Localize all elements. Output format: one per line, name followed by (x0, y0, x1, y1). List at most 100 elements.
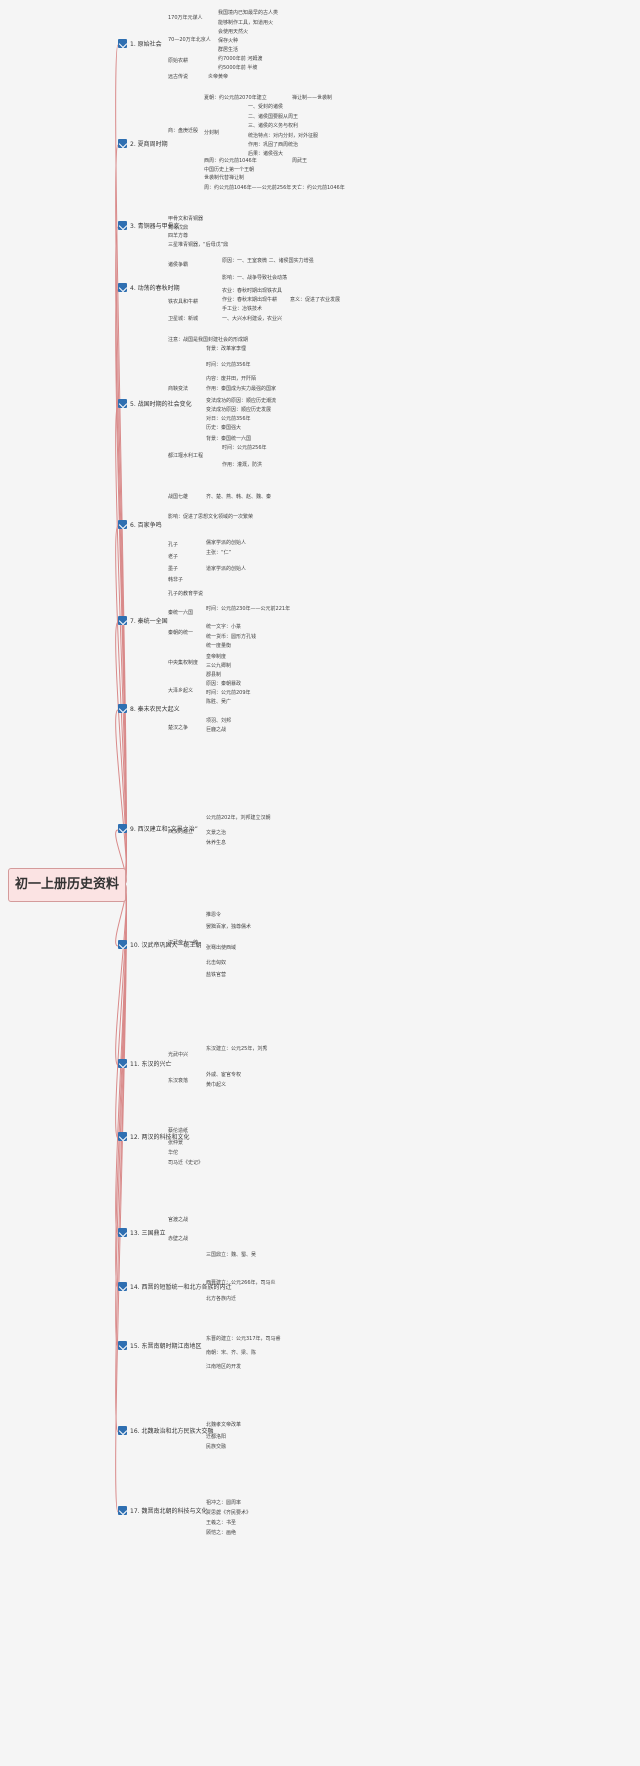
note-text: 韩非子 (168, 577, 184, 583)
note-text: 天亡：约公元前1046年 (292, 185, 345, 191)
topic-node[interactable]: 8. 秦末农民大起义 (118, 703, 184, 716)
note-text: 后果：诸侯强大 (248, 151, 284, 157)
note-text: 会使用天然火 (218, 29, 249, 35)
topic-node[interactable]: 15. 东晋南朝时期江南地区 (118, 1340, 205, 1353)
note-text: 炎帝黄帝 (208, 74, 229, 80)
root-label: 初一上册历史资料 (14, 877, 119, 892)
topic-node[interactable]: 7. 秦统一全国 (118, 615, 172, 628)
note-text: 周：约公元前1046年——公元前256年 (204, 185, 292, 191)
topic-node[interactable]: 10. 汉武帝巩固大一统王朝 (118, 939, 205, 952)
topic-label: 12. 两汉的科技和文化 (130, 1134, 190, 1141)
note-text: 罢黜百家，独尊儒术 (206, 924, 252, 930)
note-text: 时间：公元前356年 (206, 362, 251, 368)
note-text: 墨子 (168, 566, 179, 572)
topic-node[interactable]: 1. 原始社会 (118, 38, 166, 51)
note-text: 郡县制 (206, 672, 222, 678)
note-text: 祖冲之：圆周率 (206, 1500, 242, 1506)
note-text: 商：盘庚迁殷 (168, 128, 199, 134)
topic-label: 1. 原始社会 (130, 41, 162, 48)
note-text: 休养生息 (206, 840, 227, 846)
note-text: 公元前202年，刘邦建立汉朝 (206, 815, 271, 821)
note-text: 一、大兴水利建设，农业兴 (222, 316, 283, 322)
note-text: 三、诸侯的义务与权利 (248, 123, 299, 129)
note-text: 儒家学派的创始人 (206, 540, 247, 546)
note-text: 巨鹿之战 (206, 727, 227, 733)
topic-label: 15. 东晋南朝时期江南地区 (130, 1343, 202, 1350)
topic-label: 13. 三国鼎立 (130, 1230, 166, 1237)
note-text: 二、诸侯国要服从周王 (248, 114, 299, 120)
note-text: 铁农具和牛耕 (168, 299, 199, 305)
checkbox-icon (118, 399, 127, 408)
root-node[interactable]: 初一上册历史资料 (8, 868, 126, 902)
note-text: 内容：废井田，开阡陌 (206, 376, 257, 382)
topic-node[interactable]: 6. 百家争鸣 (118, 519, 166, 532)
note-text: 世袭制代替禅让制 (204, 175, 245, 181)
note-text: 文景之治 (206, 830, 227, 836)
note-text: 陈胜、吴广 (206, 699, 232, 705)
checkbox-icon (118, 520, 127, 529)
note-text: 能够制作工具，知道用火 (218, 20, 274, 26)
note-text: 作用：秦国成为实力最强的国家 (206, 386, 277, 392)
note-text: 禅让制——世袭制 (292, 95, 333, 101)
note-text: 东汉衰落 (168, 1078, 189, 1084)
topic-node[interactable]: 5. 战国时期的社会变化 (118, 398, 196, 411)
note-text: 皇帝制度 (206, 654, 227, 660)
note-text: 外戚、宦官专权 (206, 1072, 242, 1078)
note-text: 保存火种 (218, 38, 239, 44)
note-text: 迁都洛阳 (206, 1434, 227, 1440)
checkbox-icon (118, 1506, 127, 1515)
topic-node[interactable]: 11. 东汉的兴亡 (118, 1058, 175, 1071)
note-text: 时间：公元前209年 (206, 690, 251, 696)
topic-node[interactable]: 16. 北魏政治和北方民族大交融 (118, 1425, 217, 1438)
branch-line (115, 883, 127, 1513)
checkbox-icon (118, 139, 127, 148)
note-text: 甲骨文和青铜器 (168, 216, 204, 222)
note-text: 170万年元谋人 (168, 15, 203, 21)
note-text: 分封制 (204, 130, 220, 136)
topic-label: 11. 东汉的兴亡 (130, 1061, 172, 1068)
topic-node[interactable]: 3. 青铜器与甲骨文 (118, 220, 184, 233)
note-text: 北魏孝文帝改革 (206, 1422, 242, 1428)
topic-label: 14. 西晋的短暂统一和北方各族的内迁 (130, 1284, 232, 1291)
topic-node[interactable]: 9. 西汉建立和“文景之治” (118, 823, 202, 836)
topic-node[interactable]: 4. 动荡的春秋时期 (118, 282, 184, 295)
note-text: 汉武帝大一统 (168, 940, 199, 946)
note-text: 变法成功的原因：顺应历史潮流 (206, 398, 277, 404)
note-text: 远古传说 (168, 74, 189, 80)
topic-node[interactable]: 13. 三国鼎立 (118, 1227, 169, 1240)
note-text: 背景：秦国统一六国 (206, 436, 252, 442)
note-text: 作业：春秋末期出现牛耕 (222, 297, 278, 303)
note-text: 作用：灌溉，防洪 (222, 462, 263, 468)
checkbox-icon (118, 39, 127, 48)
note-text: 秦朝的统一 (168, 630, 194, 636)
topic-node[interactable]: 17. 魏晋南北朝的科技与文化 (118, 1505, 211, 1518)
note-text: 变法成功原因：顺应历史发展 (206, 407, 272, 413)
note-text: 时间：公元前230年——公元前221年 (206, 606, 291, 612)
note-text: 光武中兴 (168, 1052, 189, 1058)
note-text: 对日：公元前356年 (206, 416, 251, 422)
topic-label: 5. 战国时期的社会变化 (130, 401, 192, 408)
note-text: 卫星城：新城 (168, 316, 199, 322)
note-text: 司母戊鼎 (168, 225, 189, 231)
checkbox-icon (118, 1341, 127, 1350)
note-text: 作用：巩固了西周统治 (248, 142, 299, 148)
topic-node[interactable]: 2. 夏商周时期 (118, 138, 172, 151)
note-text: 四羊方尊 (168, 233, 189, 239)
note-text: 孔子的教育学说 (168, 591, 204, 597)
note-text: 黄巾起义 (206, 1082, 227, 1088)
note-text: 王羲之：书圣 (206, 1520, 237, 1526)
note-text: 盐铁官营 (206, 972, 227, 978)
note-text: 战国七雄 (168, 494, 189, 500)
note-text: 原始农耕 (168, 58, 189, 64)
checkbox-icon (118, 1059, 127, 1068)
checkbox-icon (118, 1282, 127, 1291)
checkbox-icon (118, 221, 127, 230)
note-text: 江南地区的开发 (206, 1364, 242, 1370)
note-text: 张仲景 (168, 1140, 184, 1146)
checkbox-icon (118, 1132, 127, 1141)
topic-node[interactable]: 12. 两汉的科技和文化 (118, 1131, 193, 1144)
checkbox-icon (118, 616, 127, 625)
topic-node[interactable]: 14. 西晋的短暂统一和北方各族的内迁 (118, 1281, 235, 1294)
note-text: 北击匈奴 (206, 960, 227, 966)
note-text: 影响：一、战争导致社会动荡 (222, 275, 288, 281)
